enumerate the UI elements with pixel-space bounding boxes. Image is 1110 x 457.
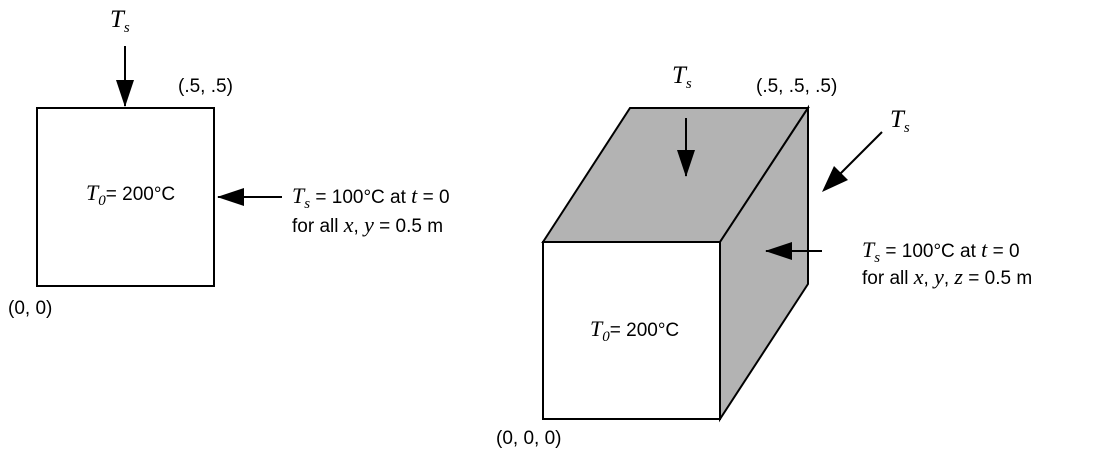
arrowhead-2d-right	[217, 188, 244, 206]
variable: t	[411, 183, 418, 208]
subscript: s	[874, 250, 881, 266]
arrowhead-3d-right	[765, 242, 792, 260]
side-ts-label-3d: Ts	[890, 106, 910, 136]
cube-front-face	[542, 241, 721, 420]
variable: t	[981, 237, 988, 262]
text: for all	[862, 268, 914, 289]
square-2d	[36, 107, 215, 287]
text: ,	[943, 268, 955, 289]
symbol: T	[890, 106, 904, 133]
subscript: s	[304, 196, 311, 212]
variable: y	[934, 264, 944, 289]
bc-line2-2d: for all x, y = 0.5 m	[292, 214, 443, 238]
subscript: 0	[98, 193, 106, 209]
bc-line2-3d: for all x, y, z = 0.5 m	[862, 266, 1032, 290]
bc-line1-3d: Ts = 100°C at t = 0	[862, 237, 1020, 267]
text: = 100°C at	[310, 187, 412, 208]
top-ts-label-2d: Ts	[110, 6, 130, 36]
text: = 0.5 m	[962, 268, 1033, 289]
text: = 100°C at	[880, 241, 982, 262]
arrowhead-2d-top	[116, 80, 134, 107]
initial-temp-3d: T0= 200°C	[590, 316, 680, 346]
variable: x	[343, 212, 354, 237]
arrowhead-3d-diagonal	[822, 166, 848, 192]
corner-bottom-3d: (0, 0, 0)	[496, 428, 562, 449]
variable: z	[954, 264, 963, 289]
initial-temp-2d: T0= 200°C	[86, 180, 176, 210]
symbol: T	[590, 316, 603, 341]
value: = 200°C	[609, 320, 680, 341]
subscript: s	[123, 20, 130, 36]
subscript: s	[903, 120, 910, 136]
text: = 0	[417, 187, 450, 208]
text: = 0.5 m	[373, 216, 444, 237]
variable: x	[913, 264, 924, 289]
subscript: 0	[602, 329, 610, 345]
symbol: T	[862, 237, 875, 262]
bc-line1-2d: Ts = 100°C at t = 0	[292, 183, 450, 213]
symbol: T	[672, 62, 686, 89]
arrowhead-3d-top	[677, 150, 695, 177]
subscript: s	[685, 76, 692, 92]
text: ,	[923, 268, 935, 289]
symbol: T	[110, 6, 124, 33]
variable: y	[364, 212, 374, 237]
corner-top-3d: (.5, .5, .5)	[756, 76, 838, 97]
text: = 0	[987, 241, 1020, 262]
symbol: T	[292, 183, 305, 208]
text: for all	[292, 216, 344, 237]
corner-top-2d: (.5, .5)	[178, 76, 233, 97]
value: = 200°C	[105, 184, 176, 205]
text: ,	[353, 216, 365, 237]
corner-bottom-2d: (0, 0)	[8, 298, 53, 319]
top-ts-label-3d: Ts	[672, 62, 692, 92]
symbol: T	[86, 180, 99, 205]
